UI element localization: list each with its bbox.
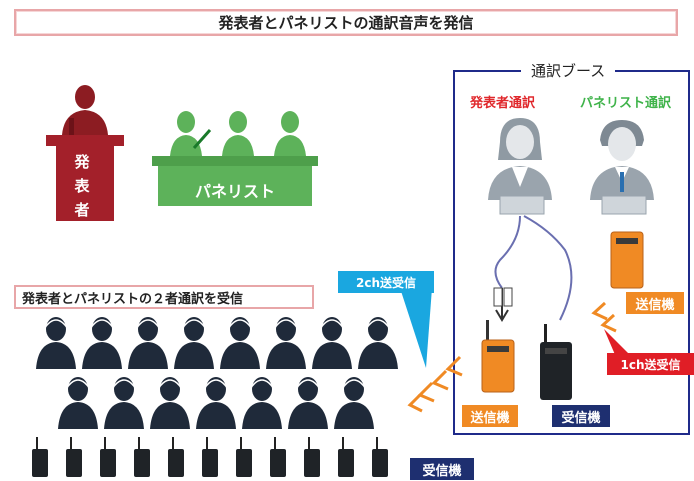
- panel-label: パネリスト: [194, 182, 275, 201]
- audience-illustration: [36, 317, 398, 429]
- audience-person-icon: [288, 377, 328, 429]
- podium-text: 発 表 者: [74, 153, 90, 219]
- audience-receiver-icon: [32, 437, 48, 477]
- audience-title: 発表者とパネリストの２者通訳を受信: [14, 285, 314, 309]
- audience-person-icon: [312, 317, 352, 369]
- audience-receiver-icon: [168, 437, 184, 477]
- booth-title: 通訳ブース: [521, 60, 616, 81]
- wave-left-1-icon: [407, 393, 423, 413]
- interpreter-console-1: [499, 195, 545, 215]
- presenter-body: [62, 110, 108, 135]
- audience-receiver-icon: [236, 437, 252, 477]
- audience-person-icon: [150, 377, 190, 429]
- one-channel-callout: 1ch送受信: [607, 353, 694, 375]
- panelists-illustration: [152, 111, 318, 206]
- panelist-body-3: [274, 135, 306, 156]
- audience-receiver-icon: [372, 437, 388, 477]
- cable-plug-1: [493, 287, 503, 307]
- panelist-interpretation-label: パネリスト通訳: [580, 96, 672, 111]
- audience-person-icon: [334, 377, 374, 429]
- interpreter-presenter-icon: [488, 118, 552, 200]
- signal-waves: [407, 301, 617, 413]
- audience-person-icon: [128, 317, 168, 369]
- audience-receivers: [32, 437, 388, 477]
- audience-person-icon: [358, 317, 398, 369]
- panelist-microphone-icon: [192, 129, 212, 149]
- interpreter-panelist-icon: [590, 120, 654, 200]
- audience-receiver-icon: [270, 437, 286, 477]
- presenter-podium-illustration: [46, 85, 124, 221]
- audience-person-icon: [82, 317, 122, 369]
- panel-table-front: [158, 166, 312, 206]
- page-title-text: 発表者とパネリストの通訳音声を発信: [218, 14, 474, 32]
- audience-receiver-icon: [66, 437, 82, 477]
- audience-person-icon: [266, 317, 306, 369]
- audience-person-icon: [242, 377, 282, 429]
- presenter-head: [75, 85, 95, 109]
- audience-title-text: 発表者とパネリストの２者通訳を受信: [22, 291, 244, 307]
- audience-receiver-icon: [202, 437, 218, 477]
- callout-blue-pointer: [400, 288, 432, 368]
- two-channel-callout: 2ch送受信: [338, 271, 434, 293]
- transmitter-right-device: [610, 231, 644, 289]
- cable-arrow-icon: [495, 309, 509, 322]
- receiver-booth-device: [540, 324, 572, 400]
- audience-receiver-icon: [304, 437, 320, 477]
- cable-plug-2: [503, 287, 513, 307]
- page-title: 発表者とパネリストの通訳音声を発信: [14, 9, 678, 36]
- audience-person-icon: [58, 377, 98, 429]
- receiver-booth-label: 受信機: [552, 405, 610, 427]
- panelist-head-2: [229, 111, 247, 133]
- interpreters-illustration: [488, 118, 654, 215]
- audience-person-icon: [104, 377, 144, 429]
- audience-receiver-icon: [134, 437, 150, 477]
- transmitter-center-device: [481, 320, 515, 393]
- transmitter-center-label: 送信機: [462, 405, 518, 427]
- audience-person-icon: [36, 317, 76, 369]
- podium-body: [56, 146, 114, 221]
- audience-person-icon: [174, 317, 214, 369]
- podium-top: [46, 135, 124, 146]
- transmitter-right-label: 送信機: [626, 292, 684, 314]
- audience-person-icon: [220, 317, 260, 369]
- wave-right-1-icon: [591, 301, 608, 321]
- interpreter-console-2: [601, 195, 647, 215]
- audience-person-icon: [196, 377, 236, 429]
- panelist-head-1: [177, 111, 195, 133]
- callout-red-pointer: [604, 329, 630, 357]
- panelist-body-1: [170, 135, 202, 156]
- audience-receiver-icon: [338, 437, 354, 477]
- presenter-interpretation-label: 発表者通訳: [470, 96, 536, 111]
- audience-receiver-label: 受信機: [410, 458, 474, 480]
- booth-cables: [493, 215, 573, 322]
- panelist-body-2: [222, 135, 254, 156]
- panel-table-top: [152, 156, 318, 166]
- panelist-head-3: [281, 111, 299, 133]
- audience-receiver-icon: [100, 437, 116, 477]
